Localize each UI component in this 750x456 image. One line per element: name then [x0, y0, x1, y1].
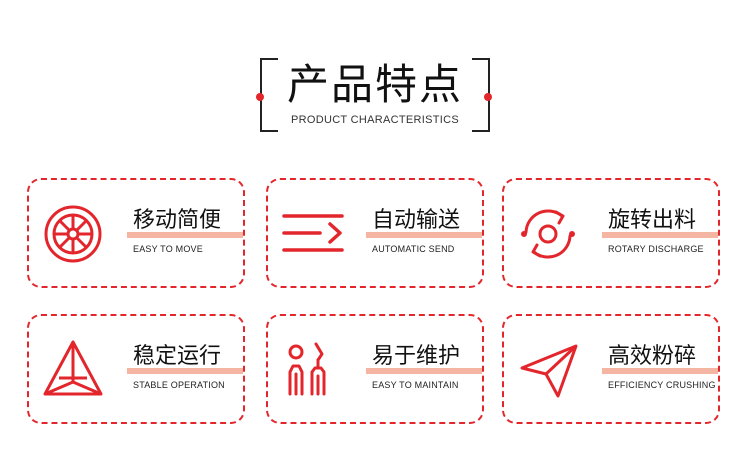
wheel-icon — [41, 202, 105, 266]
section-subtitle: PRODUCT CHARACTERISTICS — [290, 114, 460, 126]
feature-title: 自动输送 — [372, 208, 461, 233]
rotate-icon — [516, 202, 580, 266]
feature-card-easy-to-move: 移动简便 EASY TO MOVE — [27, 178, 245, 288]
feature-title: 易于维护 — [372, 344, 461, 369]
title-underline — [602, 368, 718, 374]
feature-subtitle: EFFICIENCY CRUSHING — [608, 380, 716, 390]
feature-title: 高效粉碎 — [608, 344, 697, 369]
section-title: 产品特点 — [286, 60, 463, 109]
feature-title: 稳定运行 — [133, 344, 222, 369]
feature-subtitle: STABLE OPERATION — [133, 380, 225, 390]
pyramid-icon — [41, 338, 105, 402]
feature-card-easy-to-maintain: 易于维护 EASY TO MAINTAIN — [266, 314, 484, 424]
feature-subtitle: AUTOMATIC SEND — [372, 244, 455, 254]
section-header: 产品特点 PRODUCT CHARACTERISTICS — [0, 0, 750, 150]
left-red-dot — [256, 93, 264, 101]
feature-card-efficiency-crushing: 高效粉碎 EFFICIENCY CRUSHING — [502, 314, 720, 424]
title-underline — [127, 232, 243, 238]
tools-icon — [280, 338, 344, 402]
title-underline — [602, 232, 718, 238]
title-underline — [127, 368, 243, 374]
conveyor-arrow-icon — [280, 202, 344, 266]
paper-plane-icon — [516, 338, 580, 402]
feature-subtitle: ROTARY DISCHARGE — [608, 244, 704, 254]
feature-card-rotary-discharge: 旋转出料 ROTARY DISCHARGE — [502, 178, 720, 288]
feature-card-automatic-send: 自动输送 AUTOMATIC SEND — [266, 178, 484, 288]
title-underline — [366, 232, 482, 238]
right-red-dot — [484, 93, 492, 101]
feature-title: 旋转出料 — [608, 208, 697, 233]
feature-subtitle: EASY TO MOVE — [133, 244, 203, 254]
title-underline — [366, 368, 482, 374]
feature-title: 移动简便 — [133, 208, 222, 233]
feature-card-stable-operation: 稳定运行 STABLE OPERATION — [27, 314, 245, 424]
feature-subtitle: EASY TO MAINTAIN — [372, 380, 459, 390]
